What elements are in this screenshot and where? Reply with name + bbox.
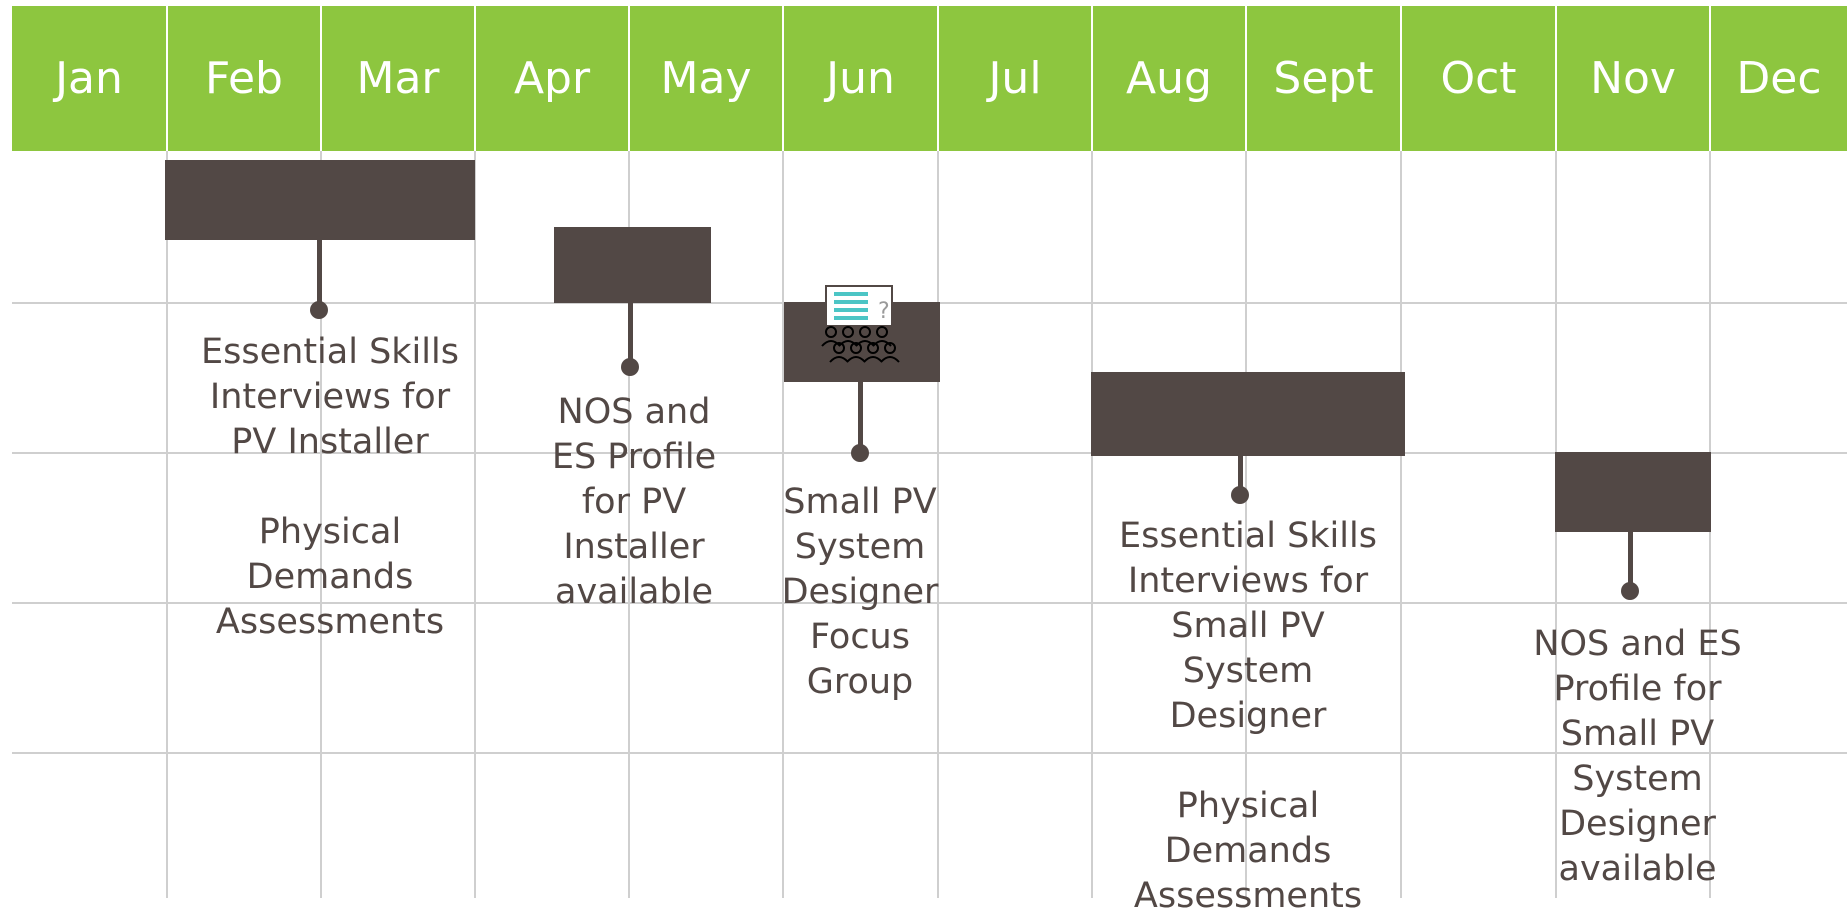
task-bar-apr-may xyxy=(554,227,711,303)
month-header-apr: Apr xyxy=(476,6,628,151)
grid-line-vertical xyxy=(782,151,784,898)
grid-line-vertical xyxy=(166,151,168,898)
milestone-label-es-interviews-small-pv-designer: Essential Skills Interviews for Small PV… xyxy=(1119,516,1377,916)
connector-line xyxy=(858,382,863,452)
connector-dot xyxy=(1621,582,1639,600)
grid-line-horizontal xyxy=(12,452,1847,454)
task-bar-feb-mar xyxy=(165,160,475,240)
month-header-nov: Nov xyxy=(1557,6,1709,151)
grid-line-vertical xyxy=(1091,151,1093,898)
grid-line-vertical xyxy=(1245,151,1247,898)
timeline-diagram: Jan Feb Mar Apr May Jun Jul Aug Sept Oct… xyxy=(12,6,1847,916)
connector-dot xyxy=(621,358,639,376)
grid-line-vertical xyxy=(1400,151,1402,898)
milestone-label-nos-es-profile-small-pv-designer: NOS and ES Profile for Small PV System D… xyxy=(1533,624,1742,889)
grid-line-horizontal xyxy=(12,602,1847,604)
milestone-label-es-interviews-pv-installer: Essential Skills Interviews for PV Insta… xyxy=(201,332,459,642)
grid-line-vertical xyxy=(320,151,322,898)
month-header-dec: Dec xyxy=(1711,6,1847,151)
month-header-oct: Oct xyxy=(1402,6,1555,151)
connector-dot xyxy=(310,301,328,319)
connector-line xyxy=(628,303,633,368)
month-header-sept: Sept xyxy=(1247,6,1400,151)
focus-group-icon: ? xyxy=(821,285,900,363)
connector-dot xyxy=(851,444,869,462)
grid-line-vertical xyxy=(628,151,630,898)
month-header-feb: Feb xyxy=(168,6,320,151)
month-header-mar: Mar xyxy=(322,6,474,151)
task-bar-nov xyxy=(1555,452,1711,532)
month-header-jul: Jul xyxy=(939,6,1091,151)
svg-text:?: ? xyxy=(878,299,890,324)
month-header-jun: Jun xyxy=(784,6,937,151)
grid-line-horizontal xyxy=(12,752,1847,754)
month-header-may: May xyxy=(630,6,782,151)
milestone-label-nos-es-profile-pv-installer: NOS and ES Profile for PV Installer avai… xyxy=(551,392,717,612)
month-header-aug: Aug xyxy=(1093,6,1245,151)
grid-line-vertical xyxy=(474,151,476,898)
connector-line xyxy=(317,240,322,310)
month-header-jan: Jan xyxy=(12,6,166,151)
connector-line xyxy=(1628,532,1633,592)
milestone-label-focus-group: Small PV System Designer Focus Group xyxy=(781,482,939,702)
task-bar-aug-sept xyxy=(1091,372,1405,456)
grid-line-vertical xyxy=(937,151,939,898)
connector-line xyxy=(1238,456,1243,496)
connector-dot xyxy=(1231,486,1249,504)
